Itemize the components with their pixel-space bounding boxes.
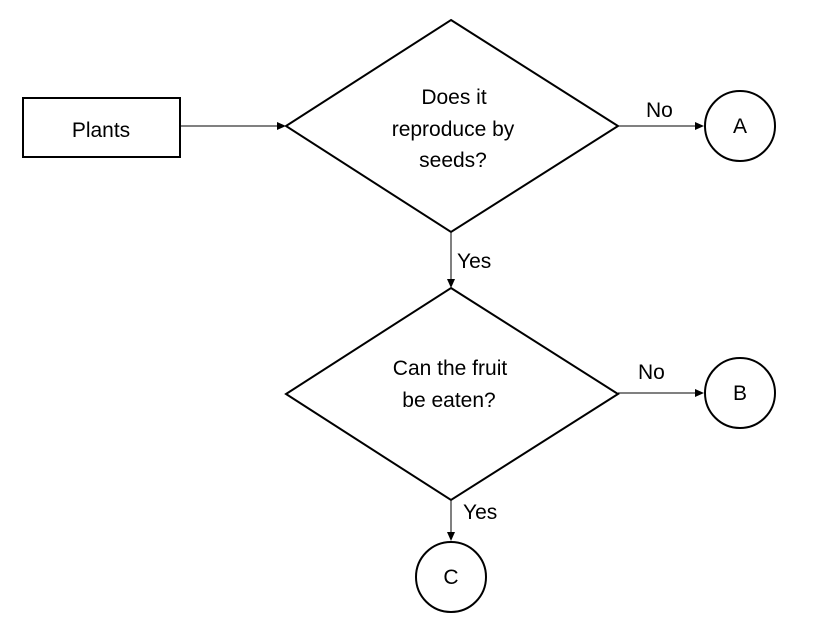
- arrowhead-decision-2-yes: [447, 532, 455, 541]
- decision-2-yes-label: Yes: [463, 501, 497, 524]
- plants-box: [22, 97, 181, 158]
- decision-1-line-3: seeds?: [419, 149, 487, 172]
- decision-2-no-label: No: [638, 361, 665, 384]
- plants-label: Plants: [72, 119, 130, 142]
- terminal-c-label: C: [443, 566, 458, 589]
- decision-1-no-label: No: [646, 99, 673, 122]
- terminal-b-label: B: [733, 382, 747, 405]
- arrowhead-decision-2-no: [695, 389, 704, 397]
- terminal-a-label: A: [733, 115, 747, 138]
- decision-2-line-1: Can the fruit: [393, 357, 508, 380]
- arrowhead-plants-to-decision-1: [277, 122, 286, 130]
- decision-1-line-1: Does it: [421, 86, 487, 109]
- decision-1-line-2: reproduce by: [392, 118, 515, 141]
- terminal-b-circle: [704, 357, 776, 429]
- terminal-a-circle: [704, 90, 776, 162]
- terminal-c-circle: [415, 541, 487, 613]
- arrowhead-decision-1-yes: [447, 279, 455, 288]
- arrowhead-decision-1-no: [695, 122, 704, 130]
- decision-2-line-2: be eaten?: [402, 389, 495, 412]
- decision-1-yes-label: Yes: [457, 250, 491, 273]
